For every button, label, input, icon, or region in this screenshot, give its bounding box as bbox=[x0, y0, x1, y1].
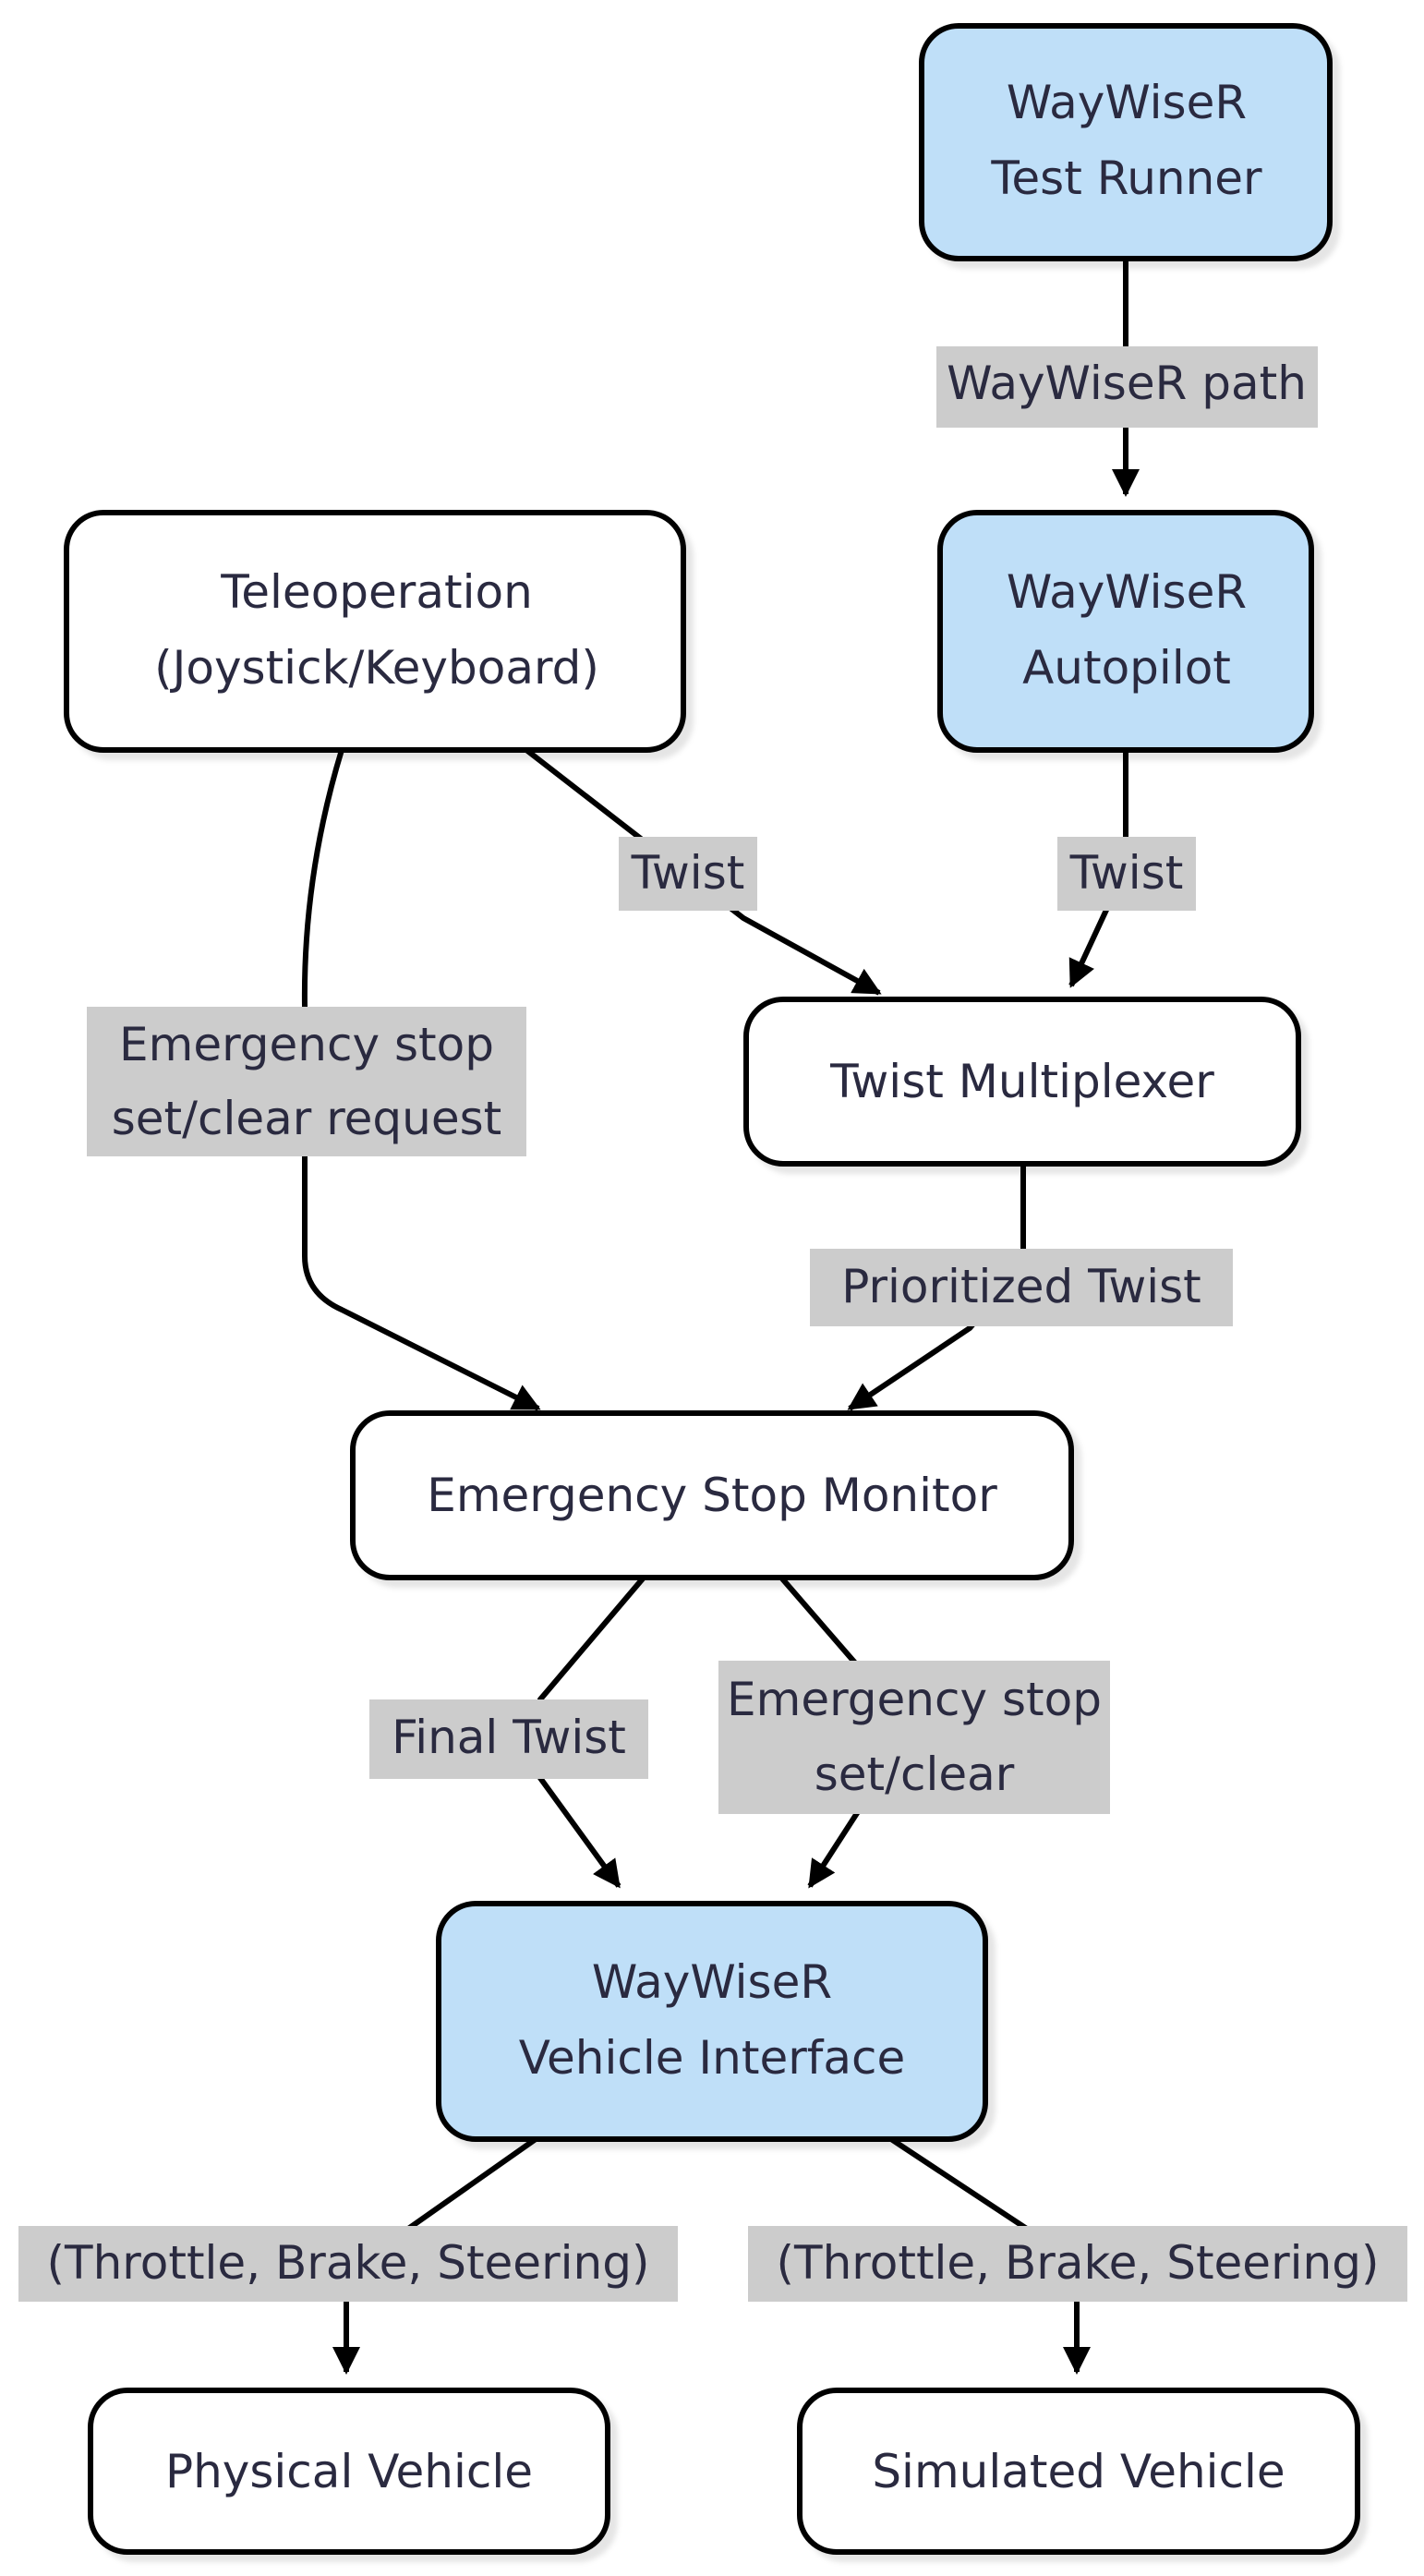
node-simulated-vehicle-label: Simulated Vehicle bbox=[872, 2445, 1285, 2498]
node-twist-multiplexer bbox=[743, 997, 1301, 1167]
svg-text:(Throttle, Brake, Steering): (Throttle, Brake, Steering) bbox=[47, 2236, 650, 2290]
edge-label-twist-teleop: Twist bbox=[619, 837, 757, 911]
node-twist-multiplexer-label: Twist Multiplexer bbox=[829, 1055, 1214, 1108]
edge-tele-to-mux bbox=[525, 747, 882, 996]
node-vehicle-interface-line-1: WayWiseR bbox=[592, 1955, 832, 2009]
node-teleoperation-line-2: (Joystick/Keyboard) bbox=[154, 641, 599, 695]
svg-text:(Throttle, Brake, Steering): (Throttle, Brake, Steering) bbox=[777, 2236, 1380, 2290]
node-teleoperation bbox=[64, 510, 686, 753]
svg-text:Prioritized Twist: Prioritized Twist bbox=[841, 1260, 1201, 1313]
svg-text:Twist: Twist bbox=[1069, 846, 1184, 900]
edge-label-twist-autopilot: Twist bbox=[1057, 837, 1196, 911]
node-emergency-stop-monitor-label: Emergency Stop Monitor bbox=[427, 1469, 997, 1522]
svg-text:Emergency stop: Emergency stop bbox=[119, 1018, 494, 1071]
edge-label-throttle-simulated: (Throttle, Brake, Steering) bbox=[748, 2226, 1407, 2302]
svg-text:Twist: Twist bbox=[631, 846, 745, 900]
node-test-runner-line-2: Test Runner bbox=[990, 151, 1262, 205]
svg-text:Final Twist: Final Twist bbox=[392, 1711, 626, 1764]
svg-text:Emergency stop: Emergency stop bbox=[727, 1673, 1102, 1726]
node-emergency-stop-monitor bbox=[350, 1410, 1074, 1580]
node-teleoperation-line-1: Teleoperation bbox=[220, 565, 533, 619]
node-vehicle-interface-line-2: Vehicle Interface bbox=[519, 2031, 906, 2085]
edge-label-estop-setclear: Emergency stop set/clear bbox=[718, 1661, 1110, 1814]
svg-text:WayWiseR path: WayWiseR path bbox=[947, 357, 1307, 410]
node-autopilot-line-2: Autopilot bbox=[1022, 641, 1231, 695]
edge-label-waywiser-path: WayWiseR path bbox=[936, 346, 1318, 428]
node-test-runner bbox=[919, 23, 1333, 261]
edge-label-prioritized-twist: Prioritized Twist bbox=[810, 1249, 1233, 1326]
svg-text:set/clear request: set/clear request bbox=[112, 1092, 502, 1145]
node-autopilot-line-1: WayWiseR bbox=[1007, 565, 1247, 619]
edge-tele-to-estop bbox=[301, 749, 541, 1411]
svg-text:set/clear: set/clear bbox=[815, 1748, 1015, 1801]
node-physical-vehicle bbox=[88, 2388, 610, 2555]
node-test-runner-line-1: WayWiseR bbox=[1007, 76, 1247, 129]
node-vehicle-interface bbox=[436, 1901, 988, 2142]
edge-label-estop-request: Emergency stop set/clear request bbox=[87, 1007, 526, 1156]
node-physical-vehicle-label: Physical Vehicle bbox=[165, 2445, 533, 2498]
edge-label-throttle-physical: (Throttle, Brake, Steering) bbox=[18, 2226, 678, 2302]
node-autopilot bbox=[937, 510, 1314, 753]
node-simulated-vehicle bbox=[797, 2388, 1360, 2555]
edge-label-final-twist: Final Twist bbox=[369, 1699, 648, 1779]
